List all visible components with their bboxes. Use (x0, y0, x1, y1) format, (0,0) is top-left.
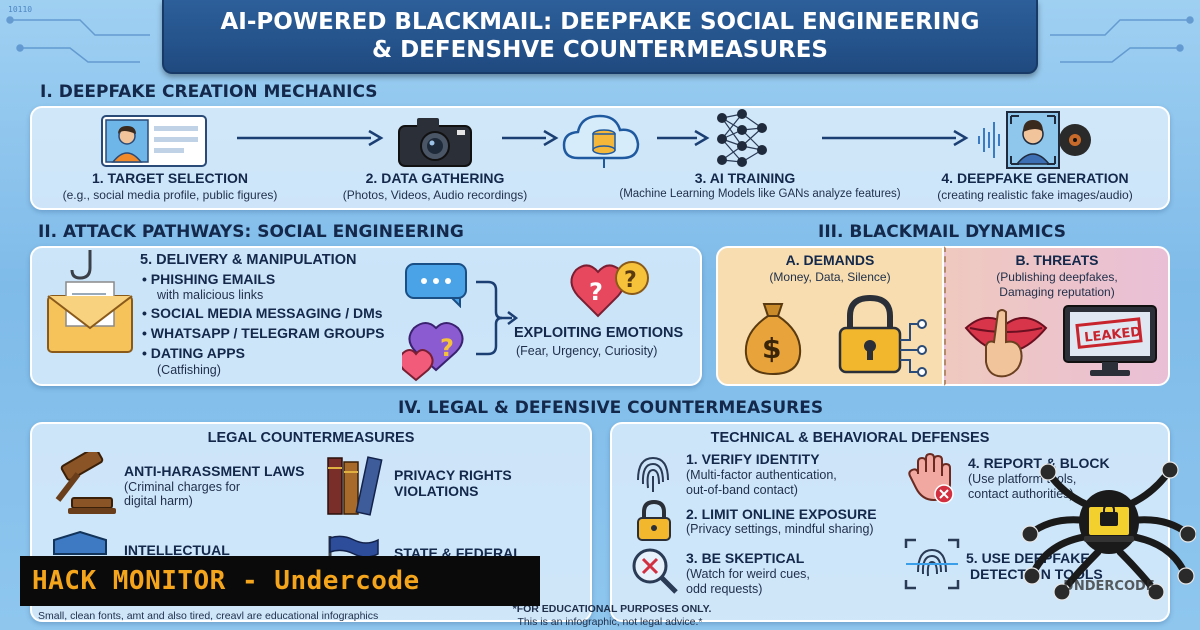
step-2-label: 2. DATA GATHERING (365, 170, 505, 186)
undercode-octopus-logo: UNDERCODE (1021, 461, 1196, 601)
delivery-item-1-sub: with malicious links (157, 288, 264, 302)
delivery-item-3-label: WHATSAPP / TELEGRAM GROUPS (142, 325, 385, 341)
step-4-label: 4. DEEPFAKE GENERATION (941, 170, 1129, 186)
chat-bubble-icon (405, 263, 467, 308)
arrow-icon (502, 129, 559, 147)
section-3-heading: III. BLACKMAIL DYNAMICS (818, 222, 1066, 242)
tech-item-1-sub2: out-of-band contact) (686, 483, 798, 497)
threats-title: B. THREATS (1015, 252, 1099, 268)
tech-item-3-label: 3. BE SKEPTICAL (686, 550, 805, 566)
flag-icon (328, 535, 379, 556)
bracket-arrow-icon (476, 280, 518, 356)
step-2-sub: (Photos, Videos, Audio recordings) (342, 188, 528, 202)
cloud-database-icon (562, 114, 640, 168)
fingerprint-icon (637, 456, 669, 492)
hack-monitor-banner: HACK MONITOR - Undercode (20, 556, 540, 606)
face-scan-icon (904, 538, 960, 590)
heart-question-icon: ? (402, 322, 464, 382)
delivery-item-2-label: SOCIAL MEDIA MESSAGING / DMs (142, 305, 383, 321)
title-banner: AI-POWERED BLACKMAIL: DEEPFAKE SOCIAL EN… (162, 0, 1038, 74)
tech-item-1-sub1: (Multi-factor authentication, (686, 468, 837, 482)
step-3-sub: (Machine Learning Models like GANs analy… (619, 188, 901, 200)
money-bag-icon: $ (744, 303, 802, 376)
threats-sub-1: (Publishing deepfakes, (996, 270, 1118, 284)
hush-lips-icon (964, 309, 1048, 378)
legal-item-2-sub1: VIOLATIONS (394, 483, 479, 499)
arrow-icon (822, 129, 969, 147)
tech-item-4-label: 4. REPORT & BLOCK (968, 455, 1110, 471)
footer-disclaimer-2: This is an infographic, not legal advice… (517, 616, 703, 628)
delivery-title: 5. DELIVERY & MANIPULATION (140, 252, 357, 268)
step-1-sub: (e.g., social media profile, public figu… (62, 188, 278, 202)
circuit-decoration-left: 10110 (6, 5, 150, 63)
neural-network-icon (717, 109, 767, 167)
legal-item-1-sub2: digital harm) (124, 494, 193, 508)
leaked-stamp-text: LEAKED (1084, 325, 1142, 346)
legal-item-1-sub1: (Criminal charges for (124, 480, 241, 494)
demands-sub: (Money, Data, Silence) (769, 270, 891, 284)
books-icon (327, 456, 383, 516)
section-1-heading: I. DEEPFAKE CREATION MECHANICS (40, 82, 378, 102)
circuit-decoration-right (1050, 16, 1194, 63)
legal-title: LEGAL COUNTERMEASURES (207, 430, 415, 446)
footer-disclaimer-1: *FOR EDUCATIONAL PURPOSES ONLY. (512, 603, 712, 615)
legal-item-3-label: INTELLECTUAL (124, 542, 230, 558)
phishing-email-icon (47, 250, 133, 353)
emotions-sub: (Fear, Urgency, Curiosity) (516, 344, 658, 358)
svg-text:?: ? (440, 334, 454, 362)
camera-icon (398, 118, 472, 167)
delivery-item-4-sub: (Catfishing) (157, 363, 221, 377)
svg-text:?: ? (589, 278, 603, 306)
arrow-icon (237, 129, 384, 147)
leaked-monitor-icon: LEAKED (1063, 305, 1157, 376)
legal-item-2-label: PRIVACY RIGHTS (394, 467, 512, 483)
delivery-item-4-label: DATING APPS (142, 345, 245, 361)
step-3-label: 3. AI TRAINING (694, 170, 796, 186)
svg-text:10110: 10110 (8, 5, 32, 14)
footer-left-note: Small, clean fonts, amt and also tired, … (38, 610, 379, 622)
stop-hand-icon (908, 452, 954, 504)
svg-text:$: $ (762, 332, 781, 365)
tech-item-3-sub2: odd requests) (686, 582, 763, 596)
demands-title: A. DEMANDS (785, 252, 875, 268)
delivery-item-1-label: PHISHING EMAILS (142, 271, 275, 287)
tech-item-2-label: 2. LIMIT ONLINE EXPOSURE (686, 506, 877, 522)
gavel-icon (55, 452, 116, 514)
arrow-icon (657, 129, 710, 147)
title-line-2: & DEFENSHVE COUNTERMEASURES (372, 37, 828, 63)
profile-card-icon (101, 115, 207, 167)
tech-item-2-sub1: (Privacy settings, mindful sharing) (686, 522, 874, 536)
deepfake-face-icon (978, 111, 1091, 169)
title-line-1: AI-POWERED BLACKMAIL: DEEPFAKE SOCIAL EN… (220, 9, 980, 35)
tech-item-3-sub1: (Watch for weird cues, (686, 567, 810, 581)
undercode-logo-text: UNDERCODE (1063, 579, 1154, 594)
tech-item-4-sub2: contact authorities) (968, 487, 1074, 501)
svg-text:?: ? (624, 268, 637, 293)
padlock-network-icon (838, 294, 927, 377)
step-4-sub: (creating realistic fake images/audio) (937, 188, 1133, 202)
tech-item-5-label: 5. USE DEEPFAKE (966, 550, 1090, 566)
lock-icon (637, 500, 671, 541)
magnifier-x-icon (632, 548, 678, 594)
shield-icon (53, 530, 107, 555)
step-1-label: 1. TARGET SELECTION (91, 170, 249, 186)
technical-title: TECHNICAL & BEHAVIORAL DEFENSES (710, 430, 990, 446)
tech-item-1-label: 1. VERIFY IDENTITY (686, 451, 820, 467)
section-2-heading: II. ATTACK PATHWAYS: SOCIAL ENGINEERING (38, 222, 464, 242)
broken-heart-icon: ? ? (570, 261, 649, 318)
section-4-heading: IV. LEGAL & DEFENSIVE COUNTERMEASURES (398, 398, 824, 418)
emotions-title: EXPLOITING EMOTIONS (514, 325, 684, 341)
legal-item-1-label: ANTI-HARASSMENT LAWS (124, 463, 305, 479)
threats-sub-2: Damaging reputation) (999, 285, 1115, 299)
